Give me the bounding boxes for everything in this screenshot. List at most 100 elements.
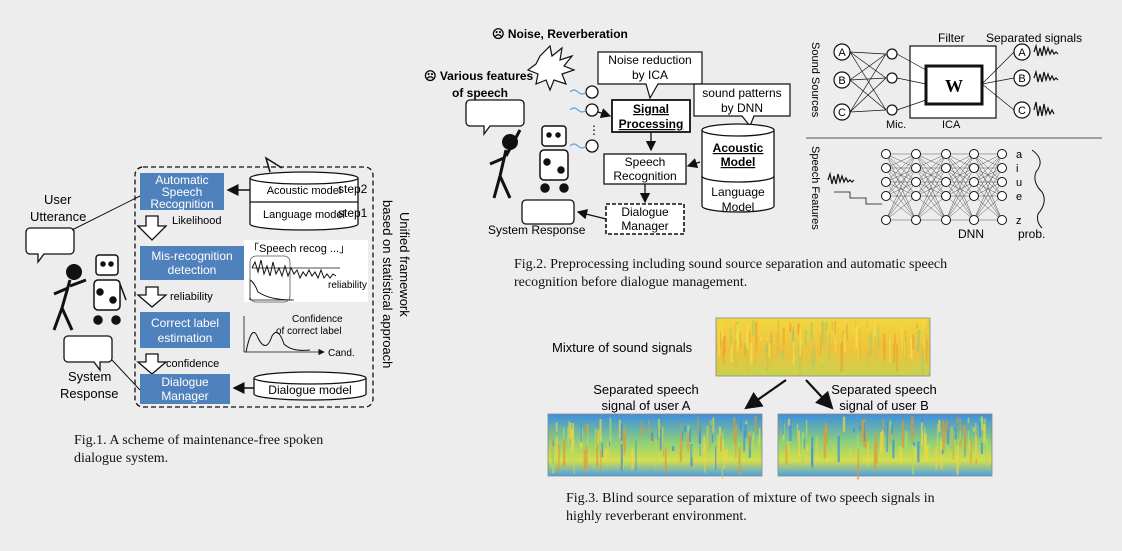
spectrogram-streak	[680, 423, 683, 429]
fig2-diagram: ☹ Noise, Reverberation ☹ Various feature…	[424, 27, 1102, 241]
spectrogram-streak	[599, 419, 602, 441]
spectrogram-streak	[904, 333, 906, 356]
spectrogram-streak	[826, 321, 828, 330]
spectrogram-streak	[757, 435, 759, 448]
spectrogram-streak	[766, 340, 769, 369]
spectrogram-streak	[687, 432, 690, 451]
confidence-of-correct-label-2: of correct label	[276, 326, 342, 337]
dnn-node	[911, 177, 921, 187]
spectrogram-streak	[703, 435, 706, 455]
dnn-node	[969, 191, 979, 201]
framework-label-2: based on statistical approach	[380, 200, 395, 368]
spectrogram-streak	[841, 341, 843, 348]
spectrogram-streak	[799, 348, 802, 376]
system-response-label: System	[68, 369, 111, 384]
correct-label-module	[140, 312, 230, 348]
spectrogram-streak	[823, 429, 826, 459]
spectrogram-streak	[923, 339, 925, 351]
spectrogram-streak	[681, 431, 684, 442]
dnn-edge	[945, 167, 975, 197]
spectrogram-streak	[721, 447, 723, 480]
spectrogram-streak	[956, 445, 959, 476]
w-label: W	[945, 76, 963, 96]
spectrogram-streak	[852, 328, 854, 335]
user-b-spectrogram-texture	[781, 416, 989, 480]
spectrogram-streak	[896, 344, 899, 372]
user-utterance-label: User	[44, 192, 72, 207]
reliability-axis-label: reliability	[328, 280, 367, 291]
spectrogram-streak	[736, 329, 739, 352]
dnn-node	[911, 215, 921, 225]
spectrogram-streak	[720, 435, 722, 452]
spectrogram-streak	[635, 440, 637, 471]
dnn-edge	[885, 181, 917, 197]
various-features-label: ☹ Various features	[424, 69, 534, 83]
spectrogram-streak	[912, 444, 915, 475]
dnn-edge	[885, 153, 917, 197]
spectrogram-streak	[864, 431, 867, 449]
spectrogram-streak	[947, 416, 950, 445]
probability-curve	[1031, 149, 1045, 229]
spectrogram-streak	[840, 344, 843, 372]
system-response-label-2: Response	[60, 386, 119, 401]
output-u-class: u	[1016, 177, 1022, 189]
acoustic-language-model-cylinder	[249, 171, 359, 231]
spectrogram-streak	[604, 449, 607, 460]
user-utterance-label-2: Utterance	[30, 209, 86, 224]
spectrogram-streak	[886, 421, 888, 452]
spectrogram-streak	[883, 351, 885, 368]
spectrogram-streak	[927, 320, 929, 331]
spectrogram-streak	[975, 436, 978, 459]
spectrogram-streak	[926, 445, 929, 461]
output-z-class: z	[1016, 215, 1022, 227]
spectrogram-streak	[788, 418, 791, 426]
spectrogram-streak	[729, 328, 732, 347]
output-i-class: i	[1016, 163, 1018, 175]
spectrogram-streak	[740, 425, 742, 433]
dnn-edge	[945, 153, 975, 221]
spectrogram-streak	[653, 436, 655, 445]
step2-label: step2	[338, 182, 368, 196]
spectrogram-streak	[579, 441, 582, 450]
spectrogram-streak	[691, 445, 693, 458]
spectrogram-streak	[891, 425, 893, 434]
spectrogram-streak	[746, 343, 748, 373]
spectrogram-streak	[738, 446, 741, 476]
spectrogram-streak	[883, 333, 886, 358]
spectrogram-streak	[924, 426, 926, 434]
dnn-edge	[973, 195, 1003, 221]
acoustic-model-label: Acoustic model	[267, 185, 342, 197]
cand-label: Cand.	[328, 348, 355, 359]
source-c-label: C	[838, 107, 846, 119]
spectrogram-streak	[952, 430, 954, 460]
spectrogram-streak	[912, 334, 915, 350]
output-e-class: e	[1016, 191, 1022, 203]
dnn-node	[881, 149, 891, 159]
spectrogram-streak	[899, 446, 902, 465]
spectrogram-streak	[739, 420, 742, 429]
spectrogram-streak	[718, 330, 720, 356]
spectrogram-streak	[981, 418, 984, 431]
spectrogram-streak	[812, 343, 815, 372]
dnn-node	[997, 177, 1007, 187]
dnn-edge	[973, 181, 1003, 221]
spectrogram-streak	[894, 334, 896, 346]
spectrogram-streak	[804, 330, 807, 346]
spectrogram-streak	[917, 441, 920, 463]
spectrogram-streak	[810, 322, 813, 341]
dnn-network	[881, 149, 1007, 225]
separated-signals-label: Separated signals	[986, 31, 1082, 45]
down-arrow-icon	[136, 353, 168, 375]
dialogue-model-cylinder	[253, 371, 367, 401]
mic-dots: ⋮	[588, 123, 600, 137]
acoustic-language-model-cylinder	[701, 123, 775, 213]
signal-processing-label-2: Processing	[619, 117, 684, 131]
output-a-class: a	[1016, 149, 1023, 161]
separated-b-label: Separated speech	[831, 382, 937, 397]
spectrogram-streak	[959, 431, 961, 440]
misrecognition-label: Mis-recognition	[151, 249, 232, 263]
dnn-edge	[973, 167, 1003, 221]
fig1-caption-line1: Fig.1. A scheme of maintenance-free spok…	[74, 433, 324, 448]
speech-features-label: Speech Features	[809, 146, 821, 230]
